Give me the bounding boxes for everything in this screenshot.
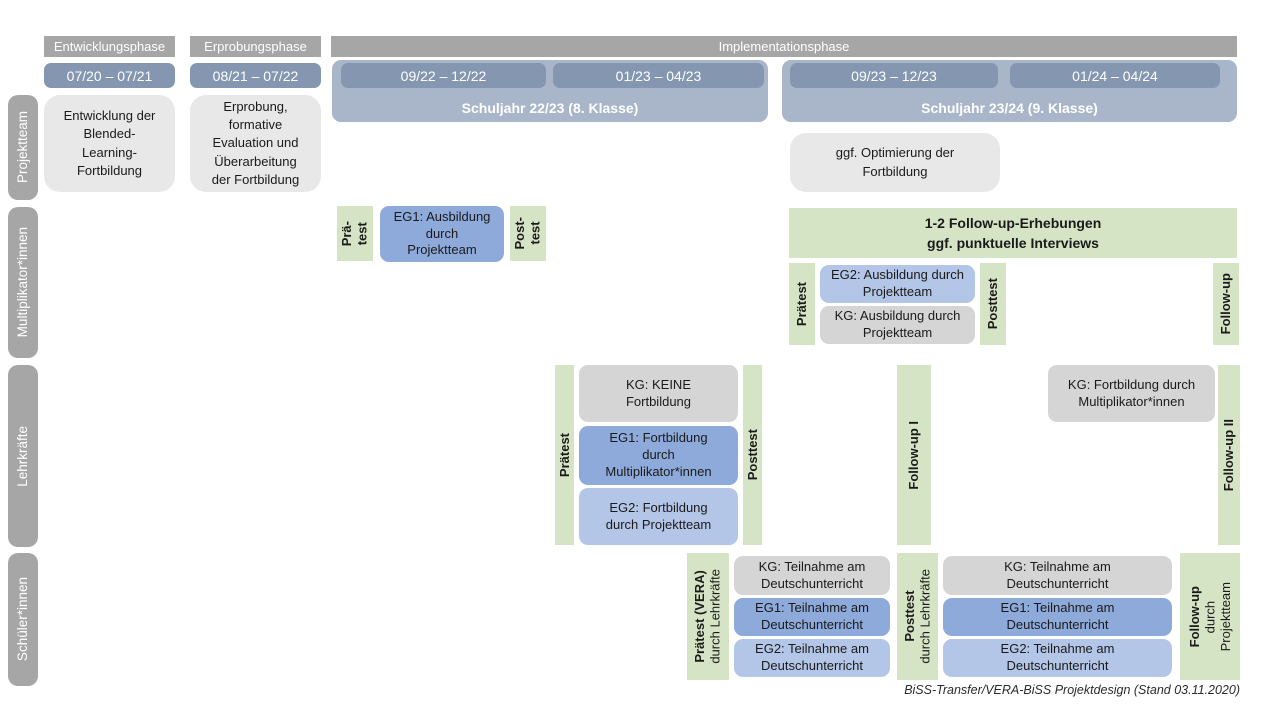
measure-posttest-schueler: Posttest durch Lehrkräfte xyxy=(897,553,938,680)
banner-line-1: 1-2 Follow-up-Erhebungen xyxy=(924,214,1102,231)
activity-entwicklung-fortbildung: Entwicklung der Blended- Learning- Fortb… xyxy=(44,95,175,192)
group-eg1-ausbildung-projektteam: EG1: Ausbildung durch Projektteam xyxy=(380,206,504,262)
row-label-projektteam: Projektteam xyxy=(8,95,38,200)
measure-label: Prätest (VERA) durch Lehrkräfte xyxy=(692,569,723,664)
phase-header-erprobungsphase: Erprobungsphase xyxy=(190,36,321,57)
measure-label: Prätest xyxy=(794,281,810,327)
measure-label: Posttest xyxy=(744,429,760,481)
date-range-08-21: 08/21 – 07/22 xyxy=(190,63,321,88)
group-eg2-teilnahme-deutschunterricht-2: EG2: Teilnahme am Deutschunterricht xyxy=(943,639,1172,677)
measure-label: Post- test xyxy=(512,217,543,250)
row-label-text: Multiplikator*innen xyxy=(14,227,30,338)
measure-label: Posttest xyxy=(985,278,1001,330)
banner-followup-erhebungen: 1-2 Follow-up-Erhebungen ggf. punktuelle… xyxy=(789,208,1237,258)
measure-label: Prätest xyxy=(556,432,572,478)
group-eg2-fortbildung-projektteam: EG2: Fortbildung durch Projektteam xyxy=(579,488,738,545)
diagram-caption: BiSS-Transfer/VERA-BiSS Projektdesign (S… xyxy=(904,683,1240,697)
measure-praetest-multiplikatoren-2: Prätest xyxy=(789,263,815,345)
row-label-text: Lehrkräfte xyxy=(14,425,30,487)
date-range-07-20: 07/20 – 07/21 xyxy=(44,63,175,88)
group-eg1-teilnahme-deutschunterricht-2: EG1: Teilnahme am Deutschunterricht xyxy=(943,598,1172,636)
measure-label: Follow-up I xyxy=(906,420,922,490)
group-kg-keine-fortbildung: KG: KEINE Fortbildung xyxy=(579,365,738,422)
date-range-09-22: 09/22 – 12/22 xyxy=(341,63,546,88)
measure-label: Prä- test xyxy=(339,220,370,247)
row-label-lehrkraefte: Lehrkräfte xyxy=(8,365,38,547)
phase-header-implementationsphase: Implementationsphase xyxy=(331,36,1237,57)
activity-erprobung-evaluation: Erprobung, formative Evaluation und Über… xyxy=(190,95,321,192)
date-range-01-23: 01/23 – 04/23 xyxy=(553,63,764,88)
school-year-label: Schuljahr 22/23 (8. Klasse) xyxy=(461,100,639,116)
measure-posttest-lehrkraefte: Posttest xyxy=(743,365,762,545)
group-eg1-fortbildung-multiplikatoren: EG1: Fortbildung durch Multiplikator*inn… xyxy=(579,426,738,485)
group-eg1-teilnahme-deutschunterricht-1: EG1: Teilnahme am Deutschunterricht xyxy=(734,598,890,636)
measure-label: Follow-up II xyxy=(1221,418,1237,492)
group-kg-ausbildung-projektteam: KG: Ausbildung durch Projektteam xyxy=(820,306,975,344)
measure-followup-2-lehrkraefte: Follow-up II xyxy=(1218,365,1240,545)
date-range-09-23: 09/23 – 12/23 xyxy=(790,63,998,88)
banner-line-2: ggf. punktuelle Interviews xyxy=(927,235,1099,251)
measure-label: Follow-up xyxy=(1218,273,1234,335)
group-kg-fortbildung-multiplikatoren: KG: Fortbildung durch Multiplikator*inne… xyxy=(1048,365,1215,422)
group-eg2-ausbildung-projektteam: EG2: Ausbildung durch Projektteam xyxy=(820,265,975,303)
row-label-text: Projektteam xyxy=(14,111,30,184)
group-kg-teilnahme-deutschunterricht-1: KG: Teilnahme am Deutschunterricht xyxy=(734,556,890,595)
row-label-multiplikatorinnen: Multiplikator*innen xyxy=(8,207,38,358)
row-label-text: Schüler*innen xyxy=(14,577,30,662)
measure-followup-1-lehrkraefte: Follow-up I xyxy=(897,365,931,545)
measure-praetest-vera-schueler: Prätest (VERA) durch Lehrkräfte xyxy=(687,553,729,680)
school-year-label: Schuljahr 23/24 (9. Klasse) xyxy=(921,100,1098,116)
group-eg2-teilnahme-deutschunterricht-1: EG2: Teilnahme am Deutschunterricht xyxy=(734,639,890,677)
measure-posttest-multiplikatoren-2: Posttest xyxy=(980,263,1006,345)
date-range-01-24: 01/24 – 04/24 xyxy=(1010,63,1220,88)
phase-header-entwicklungsphase: Entwicklungsphase xyxy=(44,36,175,57)
group-kg-teilnahme-deutschunterricht-2: KG: Teilnahme am Deutschunterricht xyxy=(943,556,1172,595)
measure-followup-multiplikatoren: Follow-up xyxy=(1213,263,1239,345)
row-label-schuelerinnen: Schüler*innen xyxy=(8,553,38,686)
measure-praetest-lehrkraefte: Prätest xyxy=(555,365,574,545)
measure-posttest-multiplikatoren-1: Post- test xyxy=(510,206,546,261)
measure-label: Follow-up durch Projektteam xyxy=(1186,581,1233,652)
activity-optimierung-fortbildung: ggf. Optimierung der Fortbildung xyxy=(790,133,1000,192)
measure-followup-projektteam-schueler: Follow-up durch Projektteam xyxy=(1180,553,1240,680)
measure-label: Posttest durch Lehrkräfte xyxy=(901,569,933,664)
measure-praetest-multiplikatoren-1: Prä- test xyxy=(337,206,373,261)
